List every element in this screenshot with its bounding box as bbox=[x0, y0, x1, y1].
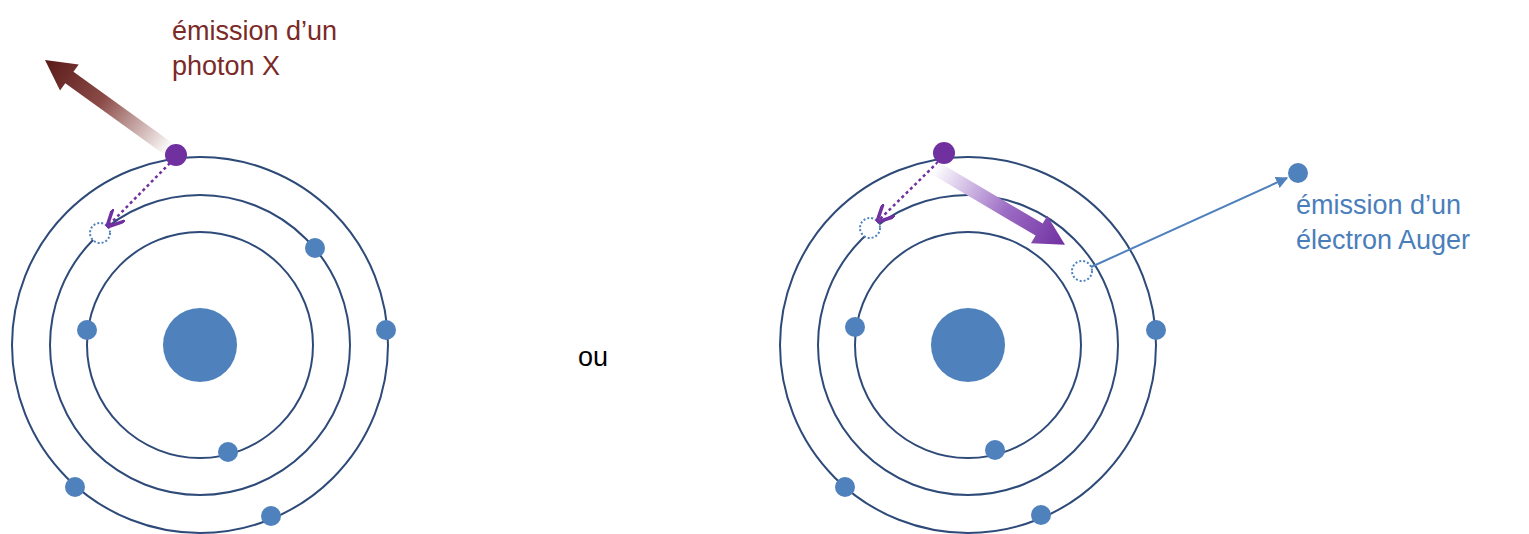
auger-label: émission d’un électron Auger bbox=[1296, 188, 1522, 258]
nucleus bbox=[931, 308, 1005, 382]
electron bbox=[1146, 320, 1166, 340]
outer-orbit bbox=[12, 157, 388, 533]
electron-hole bbox=[860, 218, 880, 238]
middle-orbit bbox=[818, 195, 1118, 495]
outer-orbit bbox=[780, 157, 1156, 533]
photon-arrow bbox=[36, 47, 180, 163]
electron bbox=[985, 440, 1005, 460]
electrons bbox=[835, 317, 1166, 525]
electron bbox=[218, 442, 238, 462]
transition-arrow bbox=[878, 162, 938, 221]
electron-excited bbox=[933, 142, 955, 164]
photon-label: émission d’un photon X bbox=[172, 14, 372, 84]
electron bbox=[835, 477, 855, 497]
inner-orbit bbox=[855, 232, 1081, 458]
electron bbox=[77, 320, 97, 340]
electron bbox=[1031, 505, 1051, 525]
electron bbox=[845, 317, 865, 337]
electron-excited bbox=[165, 144, 187, 166]
electron-hole bbox=[90, 223, 110, 243]
auger-electron bbox=[1288, 163, 1308, 183]
electron bbox=[65, 477, 85, 497]
electron bbox=[305, 238, 325, 258]
nucleus bbox=[163, 308, 237, 382]
atom-left bbox=[12, 157, 388, 533]
separator-word: ou bbox=[578, 340, 638, 375]
electron-hole bbox=[1072, 261, 1092, 281]
energy-transfer-arrow bbox=[927, 154, 1073, 258]
auger-electron-path bbox=[1091, 178, 1287, 267]
atom-right bbox=[780, 157, 1156, 533]
transition-arrow bbox=[108, 163, 170, 226]
electron bbox=[261, 506, 281, 526]
electrons bbox=[65, 238, 396, 526]
electron bbox=[376, 320, 396, 340]
inner-orbit bbox=[87, 232, 313, 458]
middle-orbit bbox=[50, 195, 350, 495]
